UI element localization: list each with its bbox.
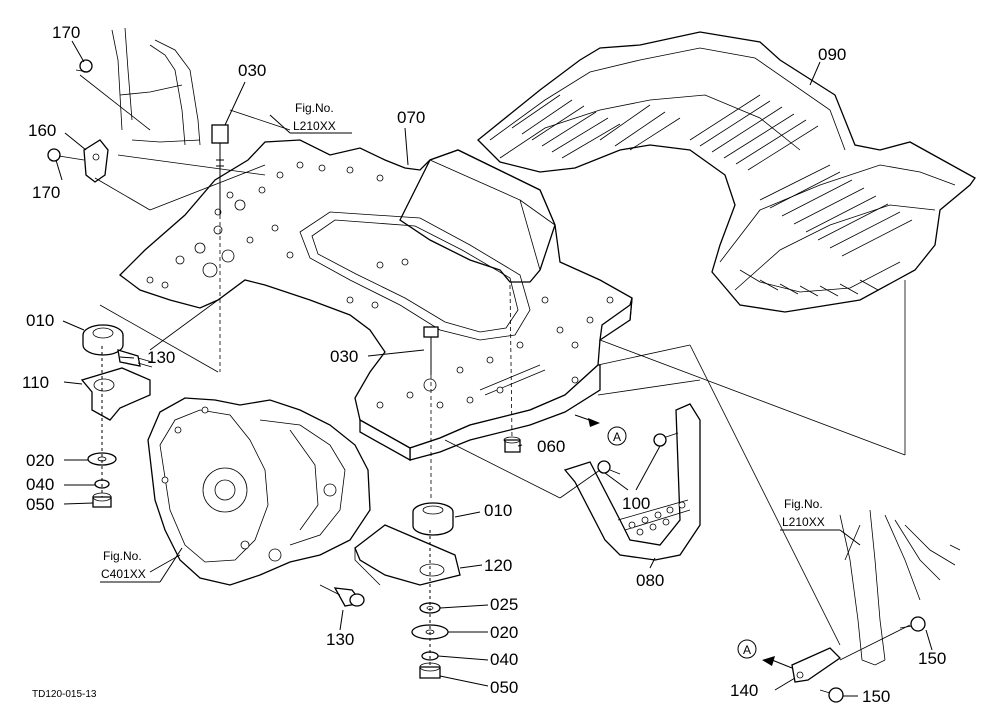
floor-mat-part: [477, 31, 976, 313]
part-label-080: 080: [636, 571, 664, 590]
center-mount-assembly: [319, 326, 521, 679]
part-label-010-left: 010: [26, 311, 54, 330]
transmission-housing: [147, 397, 371, 586]
part-label-050-center: 050: [490, 678, 518, 697]
right-bracket-assembly: [791, 509, 961, 703]
step-holes: [628, 501, 686, 536]
part-label-020-left: 020: [26, 451, 54, 470]
part-label-140: 140: [730, 681, 758, 700]
frame-holes: [146, 161, 614, 409]
part-label-100: 100: [622, 494, 650, 513]
top-left-assembly: [47, 27, 229, 215]
figure-ref-top: Fig.No. L210XX: [269, 101, 352, 134]
part-label-120: 120: [484, 556, 512, 575]
figure-ref-right-line1: Fig.No.: [784, 497, 823, 511]
part-label-150-top: 150: [918, 649, 946, 668]
part-label-070: 070: [397, 108, 425, 127]
part-label-030-center: 030: [330, 347, 358, 366]
figure-ref-top-line1: Fig.No.: [295, 101, 334, 115]
part-label-170-top: 170: [52, 23, 80, 42]
part-label-020-center: 020: [490, 623, 518, 642]
figure-ref-right: Fig.No. L210XX: [780, 497, 861, 546]
part-label-010-center: 010: [484, 501, 512, 520]
part-label-025: 025: [490, 595, 518, 614]
drawing-code: TD120-015-13: [32, 689, 97, 700]
left-mount-assembly: [80, 324, 153, 508]
callout-a-label: A: [743, 643, 751, 657]
step-frame-part: [119, 139, 633, 462]
figure-ref-left: Fig.No. C401XX: [100, 547, 183, 583]
part-label-130-left: 130: [147, 348, 175, 367]
part-label-060: 060: [537, 437, 565, 456]
callout-a-marker-center: A: [574, 414, 627, 446]
part-label-040-left: 040: [26, 475, 54, 494]
part-label-050-left: 050: [26, 495, 54, 514]
callout-a-marker-right: A: [737, 639, 793, 669]
part-label-030-top: 030: [238, 61, 266, 80]
part-labels: 170 030 160 170 070 090 010 130 110 030 …: [22, 23, 946, 706]
part-label-170-bottom: 170: [32, 183, 60, 202]
step-assembly: [563, 403, 701, 561]
part-label-160: 160: [28, 121, 56, 140]
leader-lines: [55, 40, 933, 697]
part-label-130-center: 130: [326, 630, 354, 649]
floor-mat-ribs: [511, 94, 913, 297]
part-label-150-bottom: 150: [862, 687, 890, 706]
callout-a-label: A: [613, 430, 621, 444]
part-label-090: 090: [818, 45, 846, 64]
part-label-040-center: 040: [490, 650, 518, 669]
figure-ref-left-line2: C401XX: [101, 567, 146, 581]
figure-ref-top-line2: L210XX: [293, 119, 336, 133]
figure-ref-right-line2: L210XX: [782, 515, 825, 529]
part-label-110: 110: [22, 373, 49, 392]
figure-ref-left-line1: Fig.No.: [103, 549, 142, 563]
